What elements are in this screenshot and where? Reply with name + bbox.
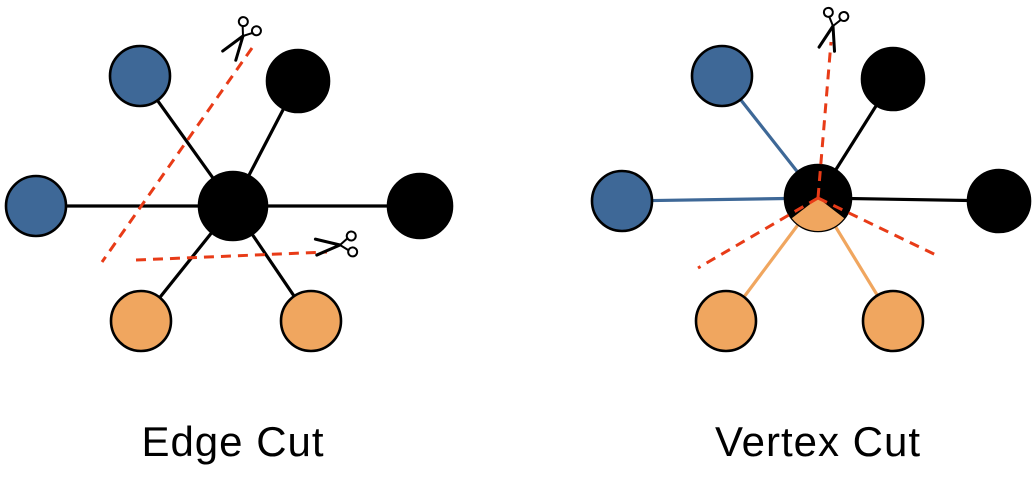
node-black-right [386,172,454,240]
edge-cut-label: Edge Cut [141,418,324,465]
node-orange-bottomleft [694,289,758,353]
node-blue-topleft [690,44,754,108]
scissors-icon [217,13,265,65]
node-black-topright [265,48,331,114]
vertex-cut-label: Vertex Cut [715,418,921,465]
node-black-right [966,168,1032,234]
scissors-icon [313,229,360,262]
node-split-center-orange-sector [785,198,851,231]
node-black-center [197,170,269,242]
node-black-topright [860,46,926,112]
node-orange-bottomleft [109,289,173,353]
node-blue-left [590,169,654,233]
edge-cut-panel: Edge Cut [4,13,454,465]
edge-cut-line-horizontal [135,250,328,262]
node-blue-topleft [108,44,172,108]
node-blue-left [4,174,68,238]
vertex-cut-line-downright [817,196,939,258]
vertex-cut-panel: Vertex Cut [590,5,1032,465]
edge-cut-line-diagonal [100,47,254,263]
node-orange-bottomright [279,289,343,353]
node-orange-bottomright [861,289,925,353]
vertex-cut-line-downleft [697,196,819,270]
vertex-cut-line-up [816,41,833,199]
